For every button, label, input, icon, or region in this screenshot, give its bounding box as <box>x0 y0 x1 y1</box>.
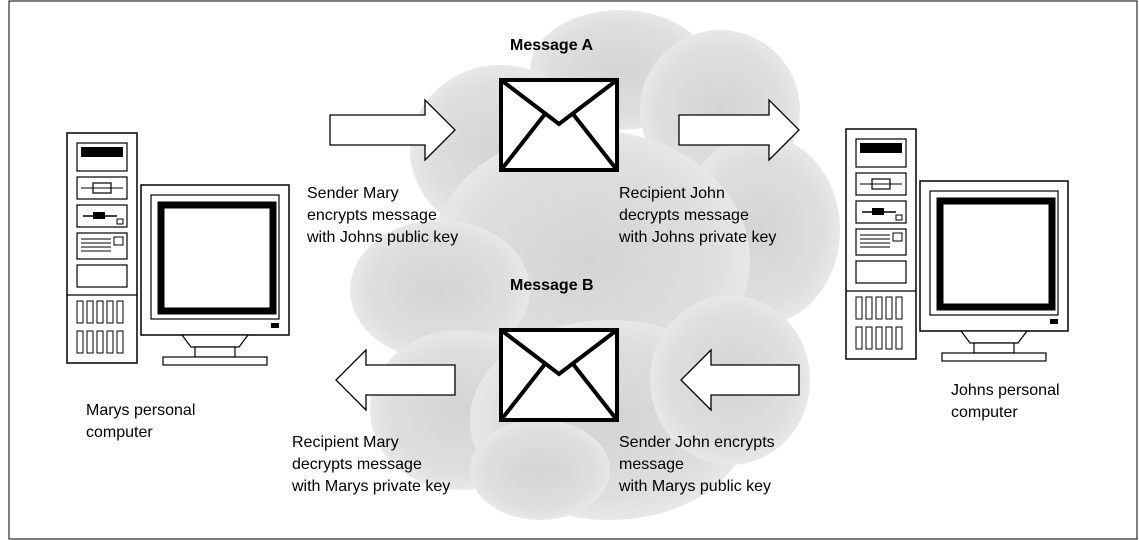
john-computer-icon <box>846 129 1068 361</box>
message-b-envelope-icon <box>499 328 619 422</box>
arrow-left-icon <box>680 348 800 412</box>
mary-computer-icon <box>67 133 289 365</box>
arrow-right-icon <box>678 98 800 162</box>
message-a-sender-label: Sender Mary encrypts message with Johns … <box>307 185 459 246</box>
mary-computer-label: Marys personal computer <box>86 402 196 441</box>
arrow-right-icon <box>329 98 456 162</box>
diagram-frame <box>8 0 1138 540</box>
message-b-title: Message B <box>510 277 594 294</box>
message-a-envelope-icon <box>499 78 619 172</box>
message-b-sender-label: Sender John encrypts message with Marys … <box>619 434 775 495</box>
message-a-title: Message A <box>510 37 593 54</box>
arrow-left-icon <box>335 348 456 412</box>
message-b-recipient-label: Recipient Mary decrypts message with Mar… <box>292 434 451 495</box>
message-a-recipient-label: Recipient John decrypts message with Joh… <box>619 185 777 246</box>
john-computer-label: Johns personal computer <box>951 382 1060 421</box>
